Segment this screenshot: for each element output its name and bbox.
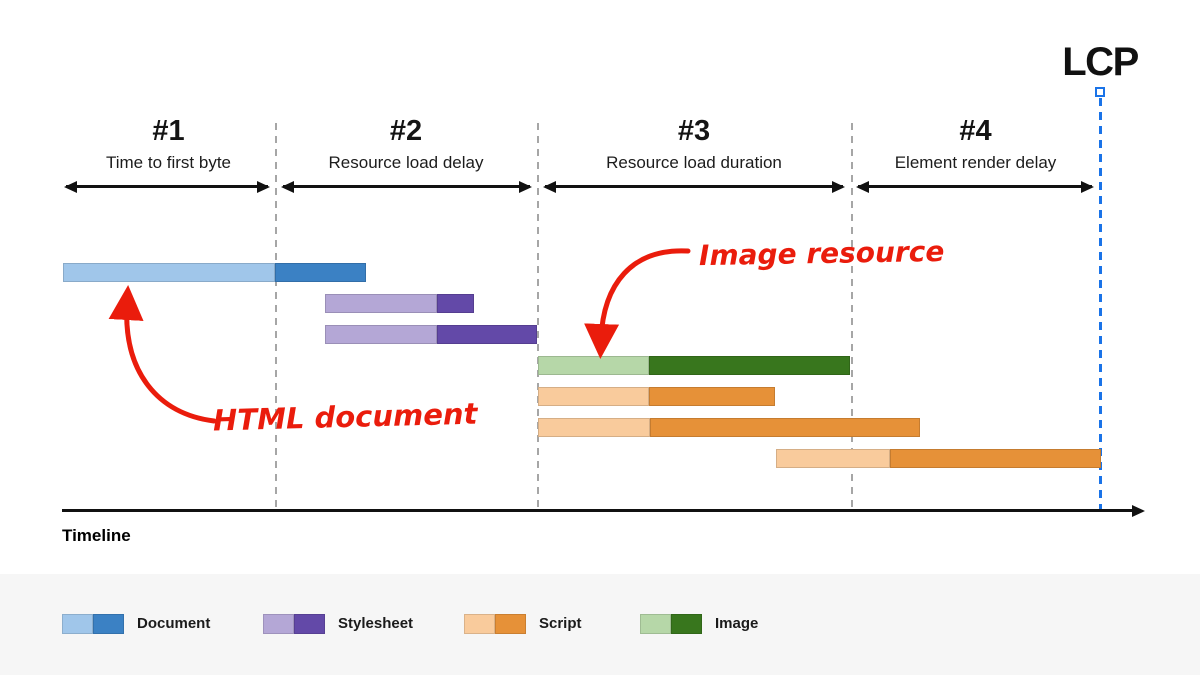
lcp-dashed-line [1099, 98, 1102, 511]
legend-swatch-stylesheet-light [263, 614, 294, 634]
section-number-1: #1 [152, 115, 185, 147]
section-label-1: Time to first byte [105, 153, 232, 172]
legend-item-label-image: Image [715, 615, 759, 632]
section-number-4: #4 [959, 115, 992, 147]
section-label-3: Resource load duration [606, 153, 782, 172]
script-bar-dark-segment [650, 418, 920, 437]
legend-swatch-document-dark [93, 614, 124, 634]
lcp-marker-square-icon [1095, 87, 1105, 97]
section-label-2: Resource load delay [328, 153, 484, 172]
script-bar-dark-segment [649, 387, 775, 406]
section-number-2: #2 [389, 115, 423, 147]
lcp-title: LCP [1062, 40, 1139, 84]
legend: Document Stylesheet Script Image [0, 574, 1200, 675]
image-resource-arrow [584, 248, 691, 359]
image-bar-light-segment [538, 356, 649, 375]
section-divider-line-3 [851, 123, 853, 511]
section-divider-line-2 [537, 123, 539, 511]
html-document-arrow [108, 285, 217, 424]
legend-swatch-image-light [640, 614, 671, 634]
section-divider-line-1 [275, 123, 277, 511]
image-bar-dark-segment [649, 356, 850, 375]
script-bar-dark-segment [890, 449, 1101, 468]
section-extent-arrow-1 [64, 180, 270, 193]
stylesheet-bar-dark-segment [437, 294, 474, 313]
annotation-image-resource: Image resource [698, 234, 945, 273]
document-bar-light-segment [63, 263, 275, 282]
legend-item-label-document: Document [137, 615, 211, 632]
script-bar-light-segment [538, 418, 650, 437]
legend-swatch-script-light [464, 614, 495, 634]
document-bar-dark-segment [275, 263, 366, 282]
timeline-axis-label: Timeline [62, 526, 131, 545]
legend-swatch-stylesheet-dark [294, 614, 325, 634]
section-extent-arrow-2 [281, 180, 532, 193]
legend-item-label-script: Script [539, 615, 582, 632]
script-bar-light-segment [538, 387, 649, 406]
legend-item-label-stylesheet: Stylesheet [338, 615, 414, 632]
script-bar-light-segment [776, 449, 890, 468]
section-label-4: Element render delay [894, 153, 1057, 172]
stylesheet-bar-light-segment [325, 294, 437, 313]
section-extent-arrow-3 [543, 180, 845, 193]
section-extent-arrow-4 [856, 180, 1094, 193]
legend-swatch-document-light [62, 614, 93, 634]
timeline-axis [62, 504, 1145, 517]
legend-swatch-image-dark [671, 614, 702, 634]
section-number-3: #3 [677, 115, 711, 147]
stylesheet-bar-light-segment [325, 325, 437, 344]
legend-swatch-script-dark [495, 614, 526, 634]
annotation-html-document: HTML document [212, 396, 478, 438]
stylesheet-bar-dark-segment [437, 325, 537, 344]
